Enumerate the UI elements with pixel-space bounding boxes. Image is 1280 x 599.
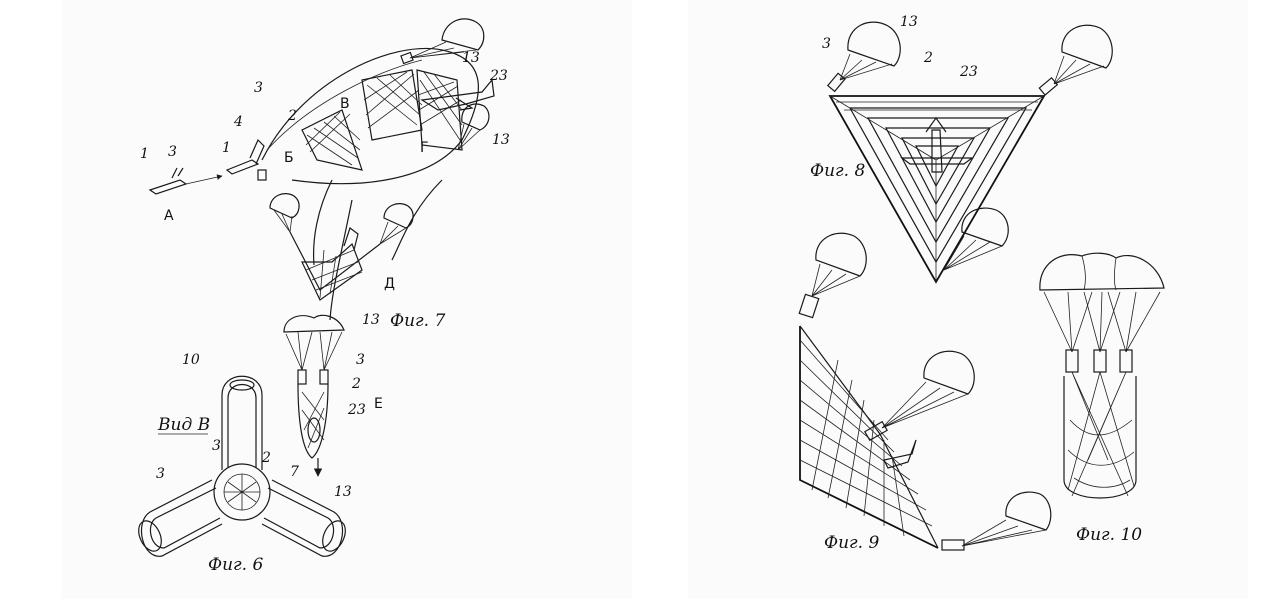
stage-label-a: А [164,208,174,224]
fig6-drawing: 10 Вид В 3 2 7 13 3 Фиг. 6 [138,352,352,575]
right-drawing-sheet: 3 13 2 23 Фиг. 8 Фиг. 9 [688,0,1248,599]
fig6-view-label: Вид В [157,415,210,435]
fig6-label-10: 10 [182,352,200,368]
stage-label-b: Б [284,150,294,166]
fig8-label-3: 3 [822,36,831,52]
fig7-label-23b: 23 [347,402,366,418]
fig9-parachute-mid [864,350,975,442]
fig10-container-right [1119,349,1133,373]
parachute-e [283,314,345,371]
fig6-caption: Фиг. 6 [208,555,263,575]
parachute-d-right [379,203,414,245]
fig6-arm-top [221,375,263,470]
net-v [361,69,423,141]
stage-label-v: В [340,96,350,112]
fig10-net [1063,376,1137,499]
fig7-label-1a: 1 [140,146,149,162]
trajectory-ellipse [261,47,479,185]
fig9-drawing: Фиг. 9 [798,232,1052,553]
fig10-caption: Фиг. 10 [1076,525,1142,545]
fig10-container-mid [1093,349,1107,373]
fig9-parachute-bottom [941,491,1052,551]
fig8-drawing: 3 13 2 23 Фиг. 8 [810,14,1113,284]
fig6-arm-right [261,479,344,557]
descent-path-left [313,179,333,266]
fig6-hub [213,463,271,521]
fig8-parachute-right [1038,24,1113,96]
descent-path-center [329,199,353,321]
fig10-parachutes [1039,252,1165,353]
fig8-label-23: 23 [959,64,978,80]
fig7-label-4: 4 [233,114,243,130]
net-e [297,369,329,459]
stage-label-g: Г [420,140,429,156]
fig8-parachute-bottom [943,207,1009,271]
stage-b-aircraft [225,138,267,181]
descent-path-right [391,179,443,261]
fig9-net-edge [799,326,939,549]
fig6-label-3b: 3 [212,438,221,454]
fig6-label-7: 7 [290,464,299,480]
left-drawing-sheet: 1 3 1 4 3 2 13 23 13 13 3 2 23 А Б В Г Д… [62,0,632,599]
stage-label-e: Е [374,396,383,412]
net-d [289,227,381,301]
fig7-drawing: 1 3 1 4 3 2 13 23 13 13 3 2 23 А Б В Г Д… [140,18,510,477]
fig6-label-3a: 3 [156,466,165,482]
fig8-label-2: 2 [923,50,933,66]
fig7-label-2a: 2 [287,108,297,124]
fig8-aircraft [900,116,974,173]
fig9-caption: Фиг. 9 [824,533,879,553]
net-b [301,109,363,171]
fig7-label-13b: 13 [492,132,510,148]
parachute-right [457,103,490,151]
stage-a-aircraft [148,167,223,195]
fig8-caption: Фиг. 8 [810,161,865,181]
parachute-d-left [269,193,300,233]
fig6-label-13: 13 [334,484,352,500]
right-drawing: 3 13 2 23 Фиг. 8 Фиг. 9 [798,14,1165,553]
fig8-net-outer [828,95,1046,284]
fig7-label-13c: 13 [362,312,380,328]
fig10-drawing: Фиг. 10 [1039,252,1165,545]
fig7-label-1b: 1 [222,140,231,156]
fig7-caption: Фиг. 7 [390,311,445,331]
fig7-label-13a: 13 [462,50,480,66]
parachute-top [400,18,485,65]
fig9-parachute-top [798,232,867,319]
fig7-label-3a: 3 [168,144,177,160]
fig9-aircraft [883,439,917,469]
fig7-label-3c: 3 [356,352,365,368]
fig6-arm-left [140,479,223,557]
fig7-label-2b: 2 [351,376,361,392]
fig10-container-left [1065,349,1079,373]
stage-label-d: Д [384,276,395,292]
fig8-label-13: 13 [900,14,918,30]
fig6-label-2: 2 [261,450,271,466]
fig7-label-3b: 3 [254,80,263,96]
left-drawing: 1 3 1 4 3 2 13 23 13 13 3 2 23 А Б В Г Д… [138,18,510,575]
fig7-label-23a: 23 [489,68,508,84]
fig8-parachute-left [826,21,901,93]
